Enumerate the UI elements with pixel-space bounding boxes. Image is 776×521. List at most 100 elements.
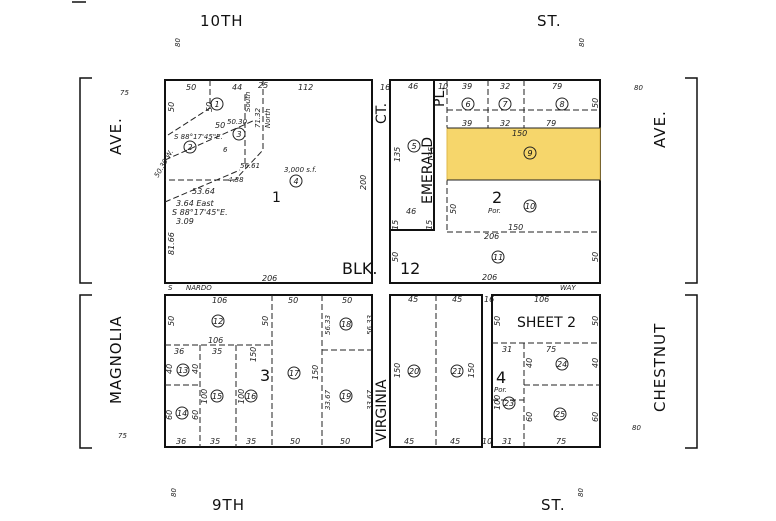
parcel-5-num: 5 [412, 142, 417, 151]
dim-206-c: 206 [262, 274, 277, 283]
parcel-17-num: 17 [289, 369, 300, 378]
parcel-16-circle [244, 389, 258, 403]
dim-100-15: 100 [200, 389, 209, 404]
dim-60-14b: 60 [191, 410, 200, 420]
dim-45-a: 45 [408, 295, 418, 304]
dim-40-24b: 40 [591, 358, 600, 368]
bracket-left-top [79, 77, 92, 284]
street-s-nardo: S [168, 284, 173, 292]
dim-50-a: 50 [186, 83, 196, 92]
block-3-outline [164, 294, 373, 448]
parcel-14-num: 14 [177, 409, 187, 418]
parcel-24-circle [555, 357, 569, 371]
parcel-25-num: 25 [555, 410, 565, 419]
bracket-right-bottom [685, 294, 698, 449]
parcel-6-num: 6 [466, 100, 471, 109]
parcel-4-num: 4 [294, 177, 299, 186]
dim-150-17: 150 [311, 365, 320, 380]
dim-50-12r: 50 [261, 316, 270, 326]
parcel-16-num: 16 [246, 392, 256, 401]
dim-106-s2: 106 [534, 295, 549, 304]
width-80-right-top: 80 [634, 84, 643, 92]
dim-39-top: 39 [462, 82, 472, 91]
dim-north: North [264, 108, 272, 128]
parcel-1-circle [210, 97, 224, 111]
dim-32-b: 32 [500, 119, 510, 128]
dim-150-top: 150 [512, 129, 527, 138]
parcel-15-num: 15 [212, 392, 222, 401]
width-80-bottom-left: 80 [170, 488, 178, 497]
dim-35-b: 35 [210, 437, 220, 446]
dim-7132: 71.32 [254, 107, 262, 128]
dim-150-v2: 150 [467, 363, 476, 378]
label-block-4-por: Por. [494, 386, 507, 394]
label-block-3: 3 [260, 366, 270, 385]
parcel-5-circle [407, 139, 421, 153]
label-block-2: 2 [492, 188, 502, 207]
dim-50-11: 50 [391, 252, 400, 262]
dim-79-b: 79 [546, 119, 556, 128]
dim-s88: S 88°17'45"E. [172, 208, 228, 217]
lot-line-block1-a [165, 80, 264, 181]
parcel-18-circle [339, 317, 353, 331]
dim-50-c: 50 [340, 437, 350, 446]
dim-32-top: 32 [500, 82, 510, 91]
parcel-14-circle [175, 406, 189, 420]
dim-16-v: 16 [484, 295, 494, 304]
dim-150-v: 150 [393, 363, 402, 378]
dim-8166: 81.66 [167, 232, 176, 255]
dim-50-p1: 50 [167, 102, 176, 112]
width-75-left-bottom: 75 [118, 432, 127, 440]
block-4-outline [491, 294, 601, 448]
label-block-1: 1 [272, 190, 281, 206]
parcel-7-circle [498, 97, 512, 111]
parcel-2-circle [183, 140, 197, 154]
dim-75: 75 [546, 345, 556, 354]
parcel-10-num: 10 [525, 202, 535, 211]
dim-100-16: 100 [237, 389, 246, 404]
lot-line-block1-b [167, 80, 211, 136]
dim-50-18: 50 [342, 296, 352, 305]
parcel-15-circle [210, 389, 224, 403]
dim-5633b: 56.33 [366, 315, 374, 335]
dim-60-14: 60 [165, 410, 174, 420]
dim-50-r: 50 [591, 98, 600, 108]
dim-50-s2r: 50 [591, 316, 600, 326]
street-ave-right: AVE. [651, 110, 669, 148]
dim-31: 31 [502, 345, 512, 354]
dim-10-top: 10 [438, 82, 448, 91]
street-ave-left: AVE. [107, 117, 125, 155]
label-sheet: SHEET 2 [517, 315, 576, 331]
dim-46-top: 46 [408, 82, 418, 91]
parcel-3-circle [232, 127, 246, 141]
parcel-11-circle [491, 250, 505, 264]
street-emerald: EMERALD [420, 137, 436, 204]
parcel-10-circle [523, 199, 537, 213]
dim-35-c: 35 [246, 437, 256, 446]
parcel-5-outline [389, 79, 435, 231]
width-80-top-left: 80 [174, 38, 182, 47]
dim-15b: 15 [425, 220, 434, 230]
dim-s88-2: S 88°17'45"E. [174, 133, 223, 141]
dim-50-10: 50 [449, 204, 458, 214]
parcel-12-circle [211, 314, 225, 328]
street-10th: 10TH [200, 12, 244, 30]
dim-50-p2: 50 [205, 102, 214, 112]
dim-150-b: 150 [508, 223, 523, 232]
bracket-left-bottom [79, 294, 92, 449]
width-80-bottom-right: 80 [577, 488, 585, 497]
street-st-top: ST. [537, 12, 562, 30]
dim-135-l: 135 [393, 147, 402, 162]
width-75-left-top: 75 [120, 89, 129, 97]
dim-south: South [244, 92, 252, 112]
dim-200: 200 [359, 175, 368, 190]
dim-40-13: 40 [165, 364, 174, 374]
dim-364east: 3.64 East [176, 199, 214, 208]
bracket-right-top [685, 77, 698, 284]
parcel-9-num: 9 [528, 149, 533, 158]
dim-40-13b: 40 [191, 364, 200, 374]
parcel-24-num: 24 [557, 360, 567, 369]
dim-45-d: 45 [450, 437, 460, 446]
dim-16-top: 16 [380, 83, 390, 92]
label-blk: BLK. [342, 259, 377, 278]
